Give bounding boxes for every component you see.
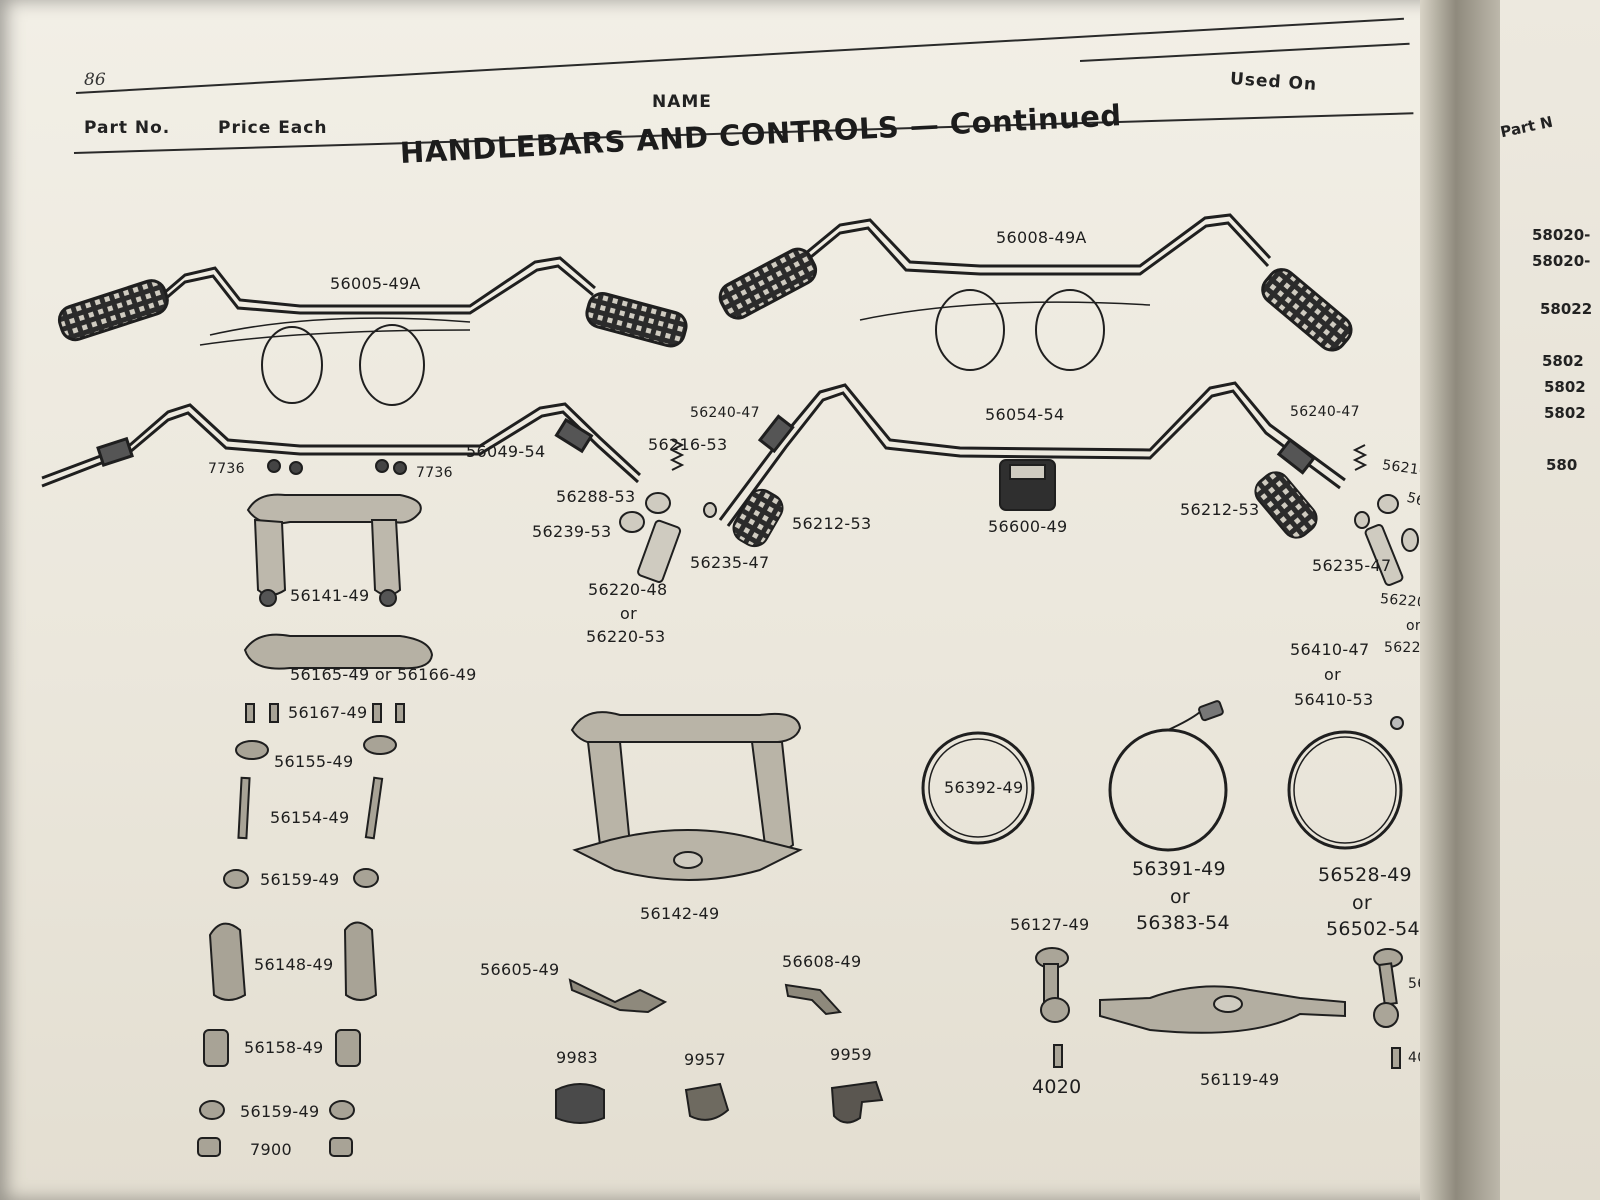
label-56383-54: 56383-54 <box>1136 912 1230 934</box>
clip-9983-icon <box>555 1083 605 1124</box>
facing-page-item: 5802 <box>1542 352 1584 370</box>
label-56054-54: 56054-54 <box>985 405 1065 424</box>
throttle-parts-right-icon <box>1254 444 1419 586</box>
label-or-56528: or <box>1352 892 1373 914</box>
label-56240-47-right: 56240-47 <box>1290 404 1360 420</box>
label-56008-49a: 56008-49A <box>996 228 1087 247</box>
facing-page-item: 5802 <box>1544 404 1586 422</box>
riser-56142-49-icon <box>570 711 803 881</box>
facing-page-item: 58022 <box>1540 300 1593 318</box>
label-or-right: or <box>1406 618 1421 634</box>
label-56392-49: 56392-49 <box>944 778 1024 797</box>
facing-page-item: 580 <box>1546 456 1578 474</box>
label-56154-49: 56154-49 <box>270 808 350 827</box>
label-56119-49: 56119-49 <box>1200 1070 1280 1089</box>
label-9957: 9957 <box>684 1050 726 1069</box>
label-7736-left: 7736 <box>208 461 245 477</box>
label-56158-49: 56158-49 <box>244 1038 324 1057</box>
cable-56528-49-icon <box>1287 730 1403 850</box>
label-56288-53-left: 56288-53 <box>556 487 636 506</box>
page-number: 86 <box>84 70 106 90</box>
label-56391-49: 56391-49 <box>1132 858 1226 880</box>
facing-page-item: 58020- <box>1532 252 1591 270</box>
label-56600-49: 56600-49 <box>988 517 1068 536</box>
label-56212-53-right: 56212-53 <box>1180 500 1260 519</box>
facing-page-header: Part N <box>1498 112 1555 142</box>
label-56159-49-top: 56159-49 <box>260 870 340 889</box>
clip-56608-49-icon <box>784 983 843 1016</box>
facing-page-item: 58020- <box>1532 226 1591 244</box>
label-or-56391: or <box>1170 886 1191 908</box>
handlebar-56005-49a-icon <box>57 256 688 406</box>
label-56235-47-right: 56235-47 <box>1312 556 1392 575</box>
label-7736-right: 7736 <box>416 465 453 481</box>
label-56127-49-left: 56127-49 <box>1010 915 1090 934</box>
label-56148-49: 56148-49 <box>254 955 334 974</box>
clamp-56127-49-left-icon <box>1035 947 1070 1068</box>
label-56220-53-left: 56220-53 <box>586 627 666 646</box>
clamp-56119-49-icon <box>1099 985 1346 1034</box>
label-56410-53: 56410-53 <box>1294 690 1374 709</box>
label-56239-53-left: 56239-53 <box>532 522 612 541</box>
label-or-56410: or <box>1324 665 1341 684</box>
label-7900: 7900 <box>250 1140 292 1159</box>
label-56167-49: 56167-49 <box>288 703 368 722</box>
label-56235-47-left: 56235-47 <box>690 553 770 572</box>
label-56220-48-left: 56220-48 <box>588 580 668 599</box>
label-56528-49: 56528-49 <box>1318 864 1412 886</box>
facing-page-item: 5802 <box>1544 378 1586 396</box>
facing-page: Part N 58020- 58020- 58022 5802 5802 580… <box>1498 0 1600 1200</box>
label-56142-49: 56142-49 <box>640 904 720 923</box>
top-clamp-56165-49-icon <box>243 633 434 670</box>
hardware-bolts-icon <box>197 703 405 1157</box>
catalog-page: 86 Used On NAME Part No. Price Each HAND… <box>0 0 1488 1200</box>
label-9959: 9959 <box>830 1045 872 1064</box>
cable-56391-49-icon <box>1108 728 1228 852</box>
label-56216-53-left: 56216-53 <box>648 435 728 454</box>
label-56141-49: 56141-49 <box>290 586 370 605</box>
label-56502-54: 56502-54 <box>1326 918 1420 940</box>
handlebar-56008-49a-icon <box>718 213 1353 371</box>
cable-56392-49-icon <box>921 731 1035 845</box>
clamp-56127-49-right-icon <box>1373 948 1403 1069</box>
clip-56600-49-icon <box>999 459 1056 511</box>
label-56049-54: 56049-54 <box>466 442 546 461</box>
label-56605-49: 56605-49 <box>480 960 560 979</box>
label-56165-49: 56165-49 or 56166-49 <box>290 665 477 684</box>
label-56159-49-bottom: 56159-49 <box>240 1102 320 1121</box>
header-price-each: Price Each <box>218 118 328 138</box>
label-9983: 9983 <box>556 1048 598 1067</box>
clip-9957-icon <box>684 1082 730 1121</box>
label-56212-53-left: 56212-53 <box>792 514 872 533</box>
label-56005-49a: 56005-49A <box>330 274 421 293</box>
riser-56141-49-icon <box>246 459 422 607</box>
label-56240-47-left: 56240-47 <box>690 405 760 421</box>
parts-illustrations <box>41 213 1419 1157</box>
label-56608-49: 56608-49 <box>782 952 862 971</box>
handlebar-56049-54-icon <box>41 402 642 488</box>
label-or-left: or <box>620 604 637 623</box>
label-56155-49: 56155-49 <box>274 752 354 771</box>
handlebar-56054-54-icon <box>718 381 1346 527</box>
clip-56605-49-icon <box>568 978 668 1014</box>
header-name: NAME <box>652 92 712 112</box>
book-gutter <box>1420 0 1500 1200</box>
throttle-parts-left-icon <box>619 439 784 583</box>
clip-9959-icon <box>830 1080 884 1124</box>
label-56410-47: 56410-47 <box>1290 640 1370 659</box>
label-4020-left: 4020 <box>1032 1076 1082 1098</box>
header-part-no: Part No. <box>84 118 171 138</box>
